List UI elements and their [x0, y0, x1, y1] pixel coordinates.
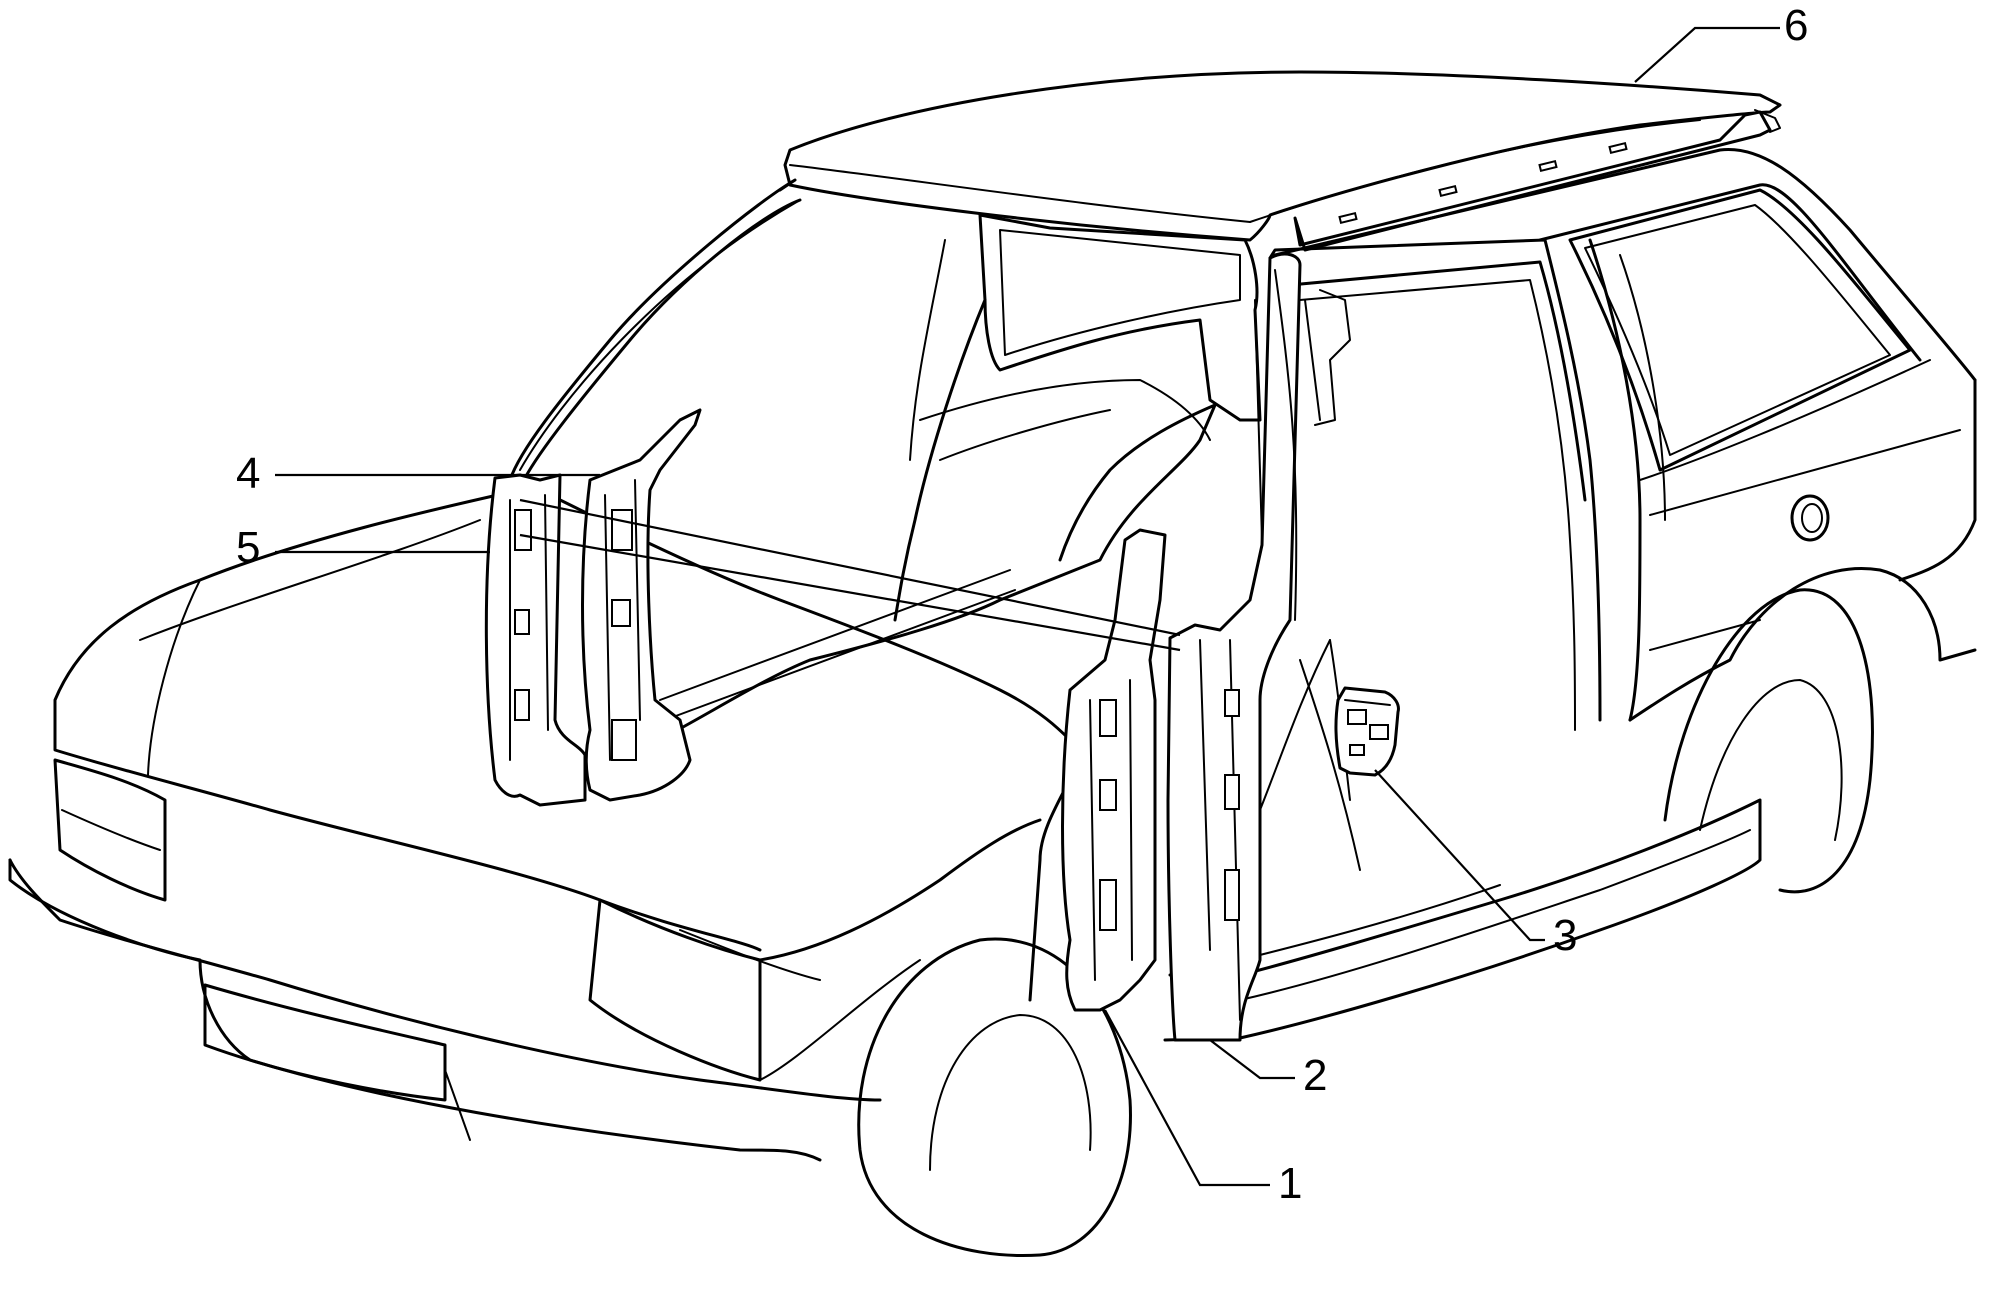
rear-wheel: [1663, 588, 1874, 894]
callout-4: 4: [236, 449, 260, 498]
door-latch-plate: [1334, 686, 1400, 777]
callout-labels: 6 4 5 3 2 1: [236, 1, 1808, 1208]
a-pillar-outer-part-4: [581, 408, 702, 802]
front-pillar-lower-part-1: [1061, 528, 1167, 1012]
a-pillar-inner-part-5: [484, 473, 587, 807]
callout-5: 5: [236, 523, 260, 572]
leader-lines: [275, 26, 1780, 1187]
callout-2: 2: [1303, 1051, 1327, 1100]
callout-6: 6: [1784, 1, 1808, 50]
roof-panel: [783, 70, 1782, 252]
callout-3: 3: [1553, 911, 1577, 960]
front-wheel: [857, 937, 1132, 1258]
side-frame: [1163, 238, 1762, 1042]
rear-body: [1273, 147, 1977, 722]
far-side-body: [508, 178, 1262, 752]
callout-1: 1: [1278, 1159, 1302, 1208]
